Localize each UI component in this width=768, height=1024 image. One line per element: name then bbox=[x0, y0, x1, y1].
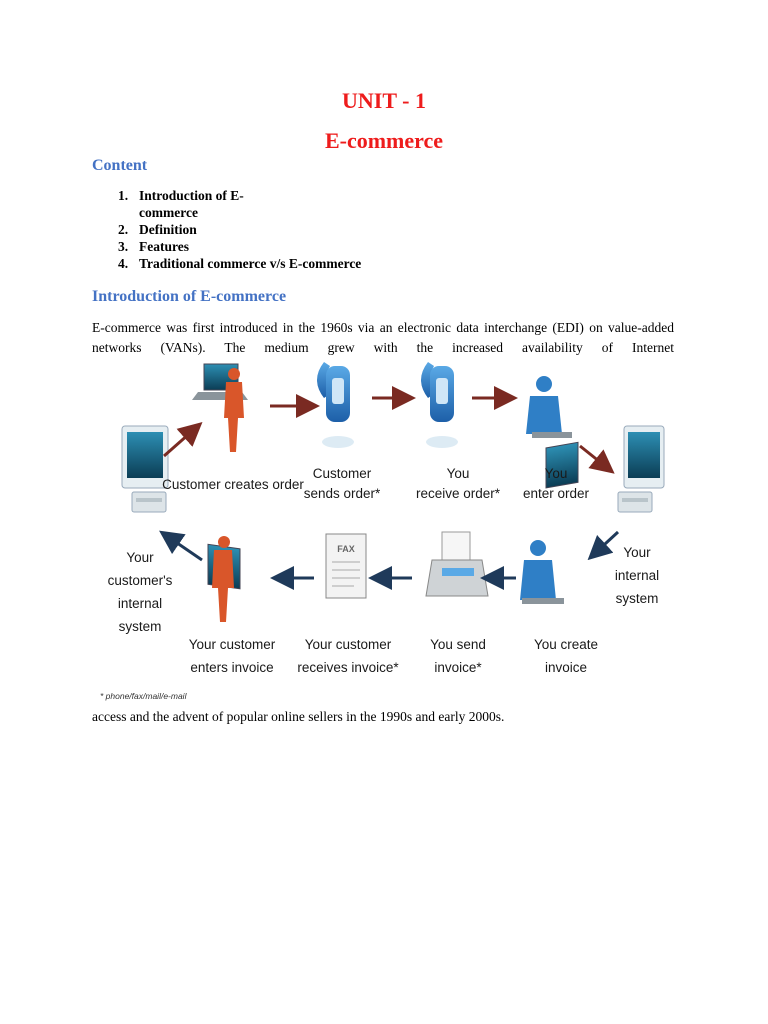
diagram-footnote: * phone/fax/mail/e-mail bbox=[100, 691, 188, 701]
edi-process-diagram: FAX Customer creates order Customer send… bbox=[100, 362, 665, 701]
fax-machine-icon bbox=[425, 531, 489, 597]
fax-label: FAX bbox=[337, 544, 355, 554]
label-customer-sends-order-1: Customer bbox=[313, 466, 372, 481]
label-you-send-invoice-2: invoice* bbox=[434, 660, 482, 675]
content-heading: Content bbox=[92, 157, 148, 174]
subject-title: E-commerce bbox=[324, 128, 444, 153]
label-customer-creates-order: Customer creates order bbox=[162, 477, 304, 492]
label-you-enter-order-1: You bbox=[545, 466, 568, 481]
label-you-enter-order-2: enter order bbox=[523, 486, 590, 501]
phone-icon bbox=[317, 362, 354, 448]
flow-arrow bbox=[579, 444, 615, 474]
customer-computer-icon bbox=[121, 425, 169, 513]
intro-paragraph: E-commerce was first introduced in the 1… bbox=[92, 320, 674, 355]
label-customers-internal-system-3: internal bbox=[118, 596, 162, 611]
laptop-person-icon bbox=[192, 363, 248, 452]
label-customer-receives-invoice-2: receives invoice* bbox=[297, 660, 399, 675]
flow-arrow bbox=[163, 422, 203, 458]
content-item-text-cont: commerce bbox=[139, 205, 198, 220]
label-customer-enters-invoice-2: enters invoice bbox=[190, 660, 273, 675]
content-item-text: Traditional commerce v/s E-commerce bbox=[139, 256, 362, 271]
label-your-internal-system-3: system bbox=[616, 591, 659, 606]
content-item: 4. Traditional commerce v/s E-commerce bbox=[118, 256, 362, 271]
content-item: 3. Features bbox=[118, 239, 189, 254]
content-item-text: Features bbox=[139, 239, 189, 254]
label-customer-receives-invoice-1: Your customer bbox=[305, 637, 392, 652]
label-customers-internal-system-2: customer's bbox=[108, 573, 173, 588]
label-you-create-invoice-2: invoice bbox=[545, 660, 587, 675]
fax-document-icon: FAX bbox=[325, 533, 367, 599]
label-customer-enters-invoice-1: Your customer bbox=[189, 637, 276, 652]
label-customers-internal-system-4: system bbox=[119, 619, 162, 634]
label-you-receive-order-2: receive order* bbox=[416, 486, 501, 501]
label-you-create-invoice-1: You create bbox=[534, 637, 598, 652]
phone-icon bbox=[421, 362, 458, 448]
intro-paragraph-continued: access and the advent of popular online … bbox=[92, 709, 505, 724]
flow-arrow bbox=[587, 530, 620, 561]
label-customers-internal-system-1: Your bbox=[126, 550, 154, 565]
laptop-person-icon bbox=[207, 536, 241, 622]
your-computer-icon bbox=[617, 425, 665, 513]
flow-arrow bbox=[159, 530, 203, 562]
label-customer-sends-order-2: sends order* bbox=[304, 486, 381, 501]
unit-title: UNIT - 1 bbox=[342, 88, 426, 113]
operator-laptop-icon bbox=[526, 376, 572, 438]
content-item-text: Definition bbox=[139, 222, 197, 237]
content-item: 2. Definition bbox=[118, 222, 197, 237]
label-your-internal-system-2: internal bbox=[615, 568, 659, 583]
intro-heading: Introduction of E-commerce bbox=[92, 288, 287, 305]
operator-laptop-icon bbox=[520, 441, 579, 604]
content-item: 1. Introduction of E- commerce bbox=[118, 188, 244, 220]
label-you-send-invoice-1: You send bbox=[430, 637, 486, 652]
label-you-receive-order-1: You bbox=[447, 466, 470, 481]
label-your-internal-system-1: Your bbox=[623, 545, 651, 560]
content-item-text: Introduction of E- bbox=[139, 188, 244, 203]
content-list: 1. Introduction of E- commerce 2. Defini… bbox=[118, 187, 361, 272]
